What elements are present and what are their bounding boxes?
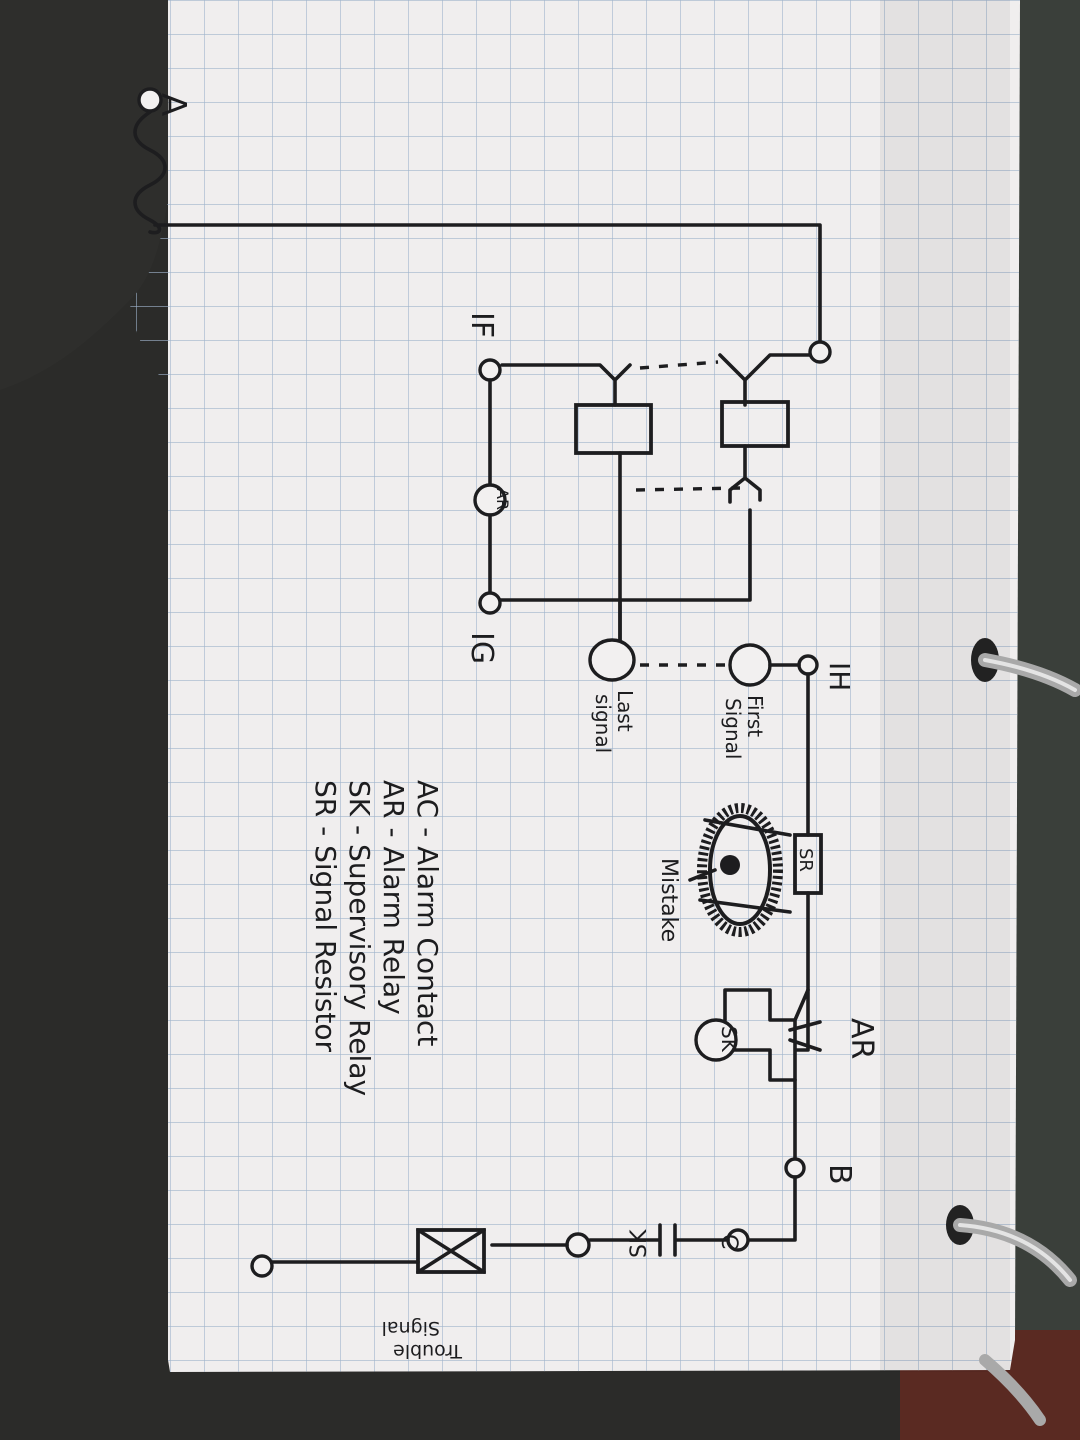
trouble-signal-label-1: Trouble <box>393 1340 463 1362</box>
legend: AC - Alarm Contact AR - Alarm Relay SK -… <box>309 780 444 1096</box>
relay-coil-upper <box>720 400 790 448</box>
first-signal-label-1: First <box>743 695 767 737</box>
supervisory-relay-coil-label: SK <box>717 1026 741 1053</box>
terminal-if-label: IF <box>464 312 499 338</box>
first-signal-label-2: Signal <box>721 698 745 759</box>
legend-line-ac: AC - Alarm Contact <box>411 780 444 1046</box>
supervisory-contact-label: SK <box>627 1229 652 1258</box>
terminal-ig <box>478 591 502 615</box>
legend-line-sk: SK - Supervisory Relay <box>343 780 376 1096</box>
terminal-a-label: A <box>153 93 193 116</box>
junction-terminal-top <box>808 340 832 364</box>
last-signal-label-1: Last <box>613 690 637 732</box>
scribbled-mistake <box>688 803 792 937</box>
trouble-signal-ground-terminal <box>250 1254 274 1278</box>
terminal-ih-label: IH <box>823 662 856 691</box>
mistake-label: Mistake <box>656 858 681 942</box>
terminal-if <box>478 358 502 382</box>
terminal-b-label: B <box>822 1164 857 1185</box>
supervisory-relay-coil <box>694 1018 738 1062</box>
trouble-signal-label-2: Signal <box>382 1317 440 1339</box>
supervisory-contact <box>588 1223 730 1257</box>
terminal-ih <box>797 654 819 676</box>
signal-resistor-label: SR <box>795 848 816 872</box>
legend-line-ar: AR - Alarm Relay <box>377 780 410 1015</box>
trouble-signal-terminal <box>565 1232 591 1258</box>
first-signal-lamp <box>728 643 772 687</box>
last-signal-label-2: signal <box>591 694 615 753</box>
terminal-ig-label: IG <box>464 632 499 664</box>
binder-ring-bottom <box>946 1205 1077 1426</box>
relay-coil-lower <box>574 403 653 455</box>
trouble-signal-device <box>416 1228 486 1274</box>
alarm-relay-coil-label: AR <box>493 488 512 510</box>
last-signal-lamp <box>588 638 636 682</box>
terminal-b <box>784 1157 806 1179</box>
legend-line-sr: SR - Signal Resistor <box>309 780 342 1053</box>
binder-ring-top <box>971 638 1080 697</box>
alarm-relay-contact-label: AR <box>844 1018 879 1059</box>
fuse-symbol <box>133 110 822 347</box>
